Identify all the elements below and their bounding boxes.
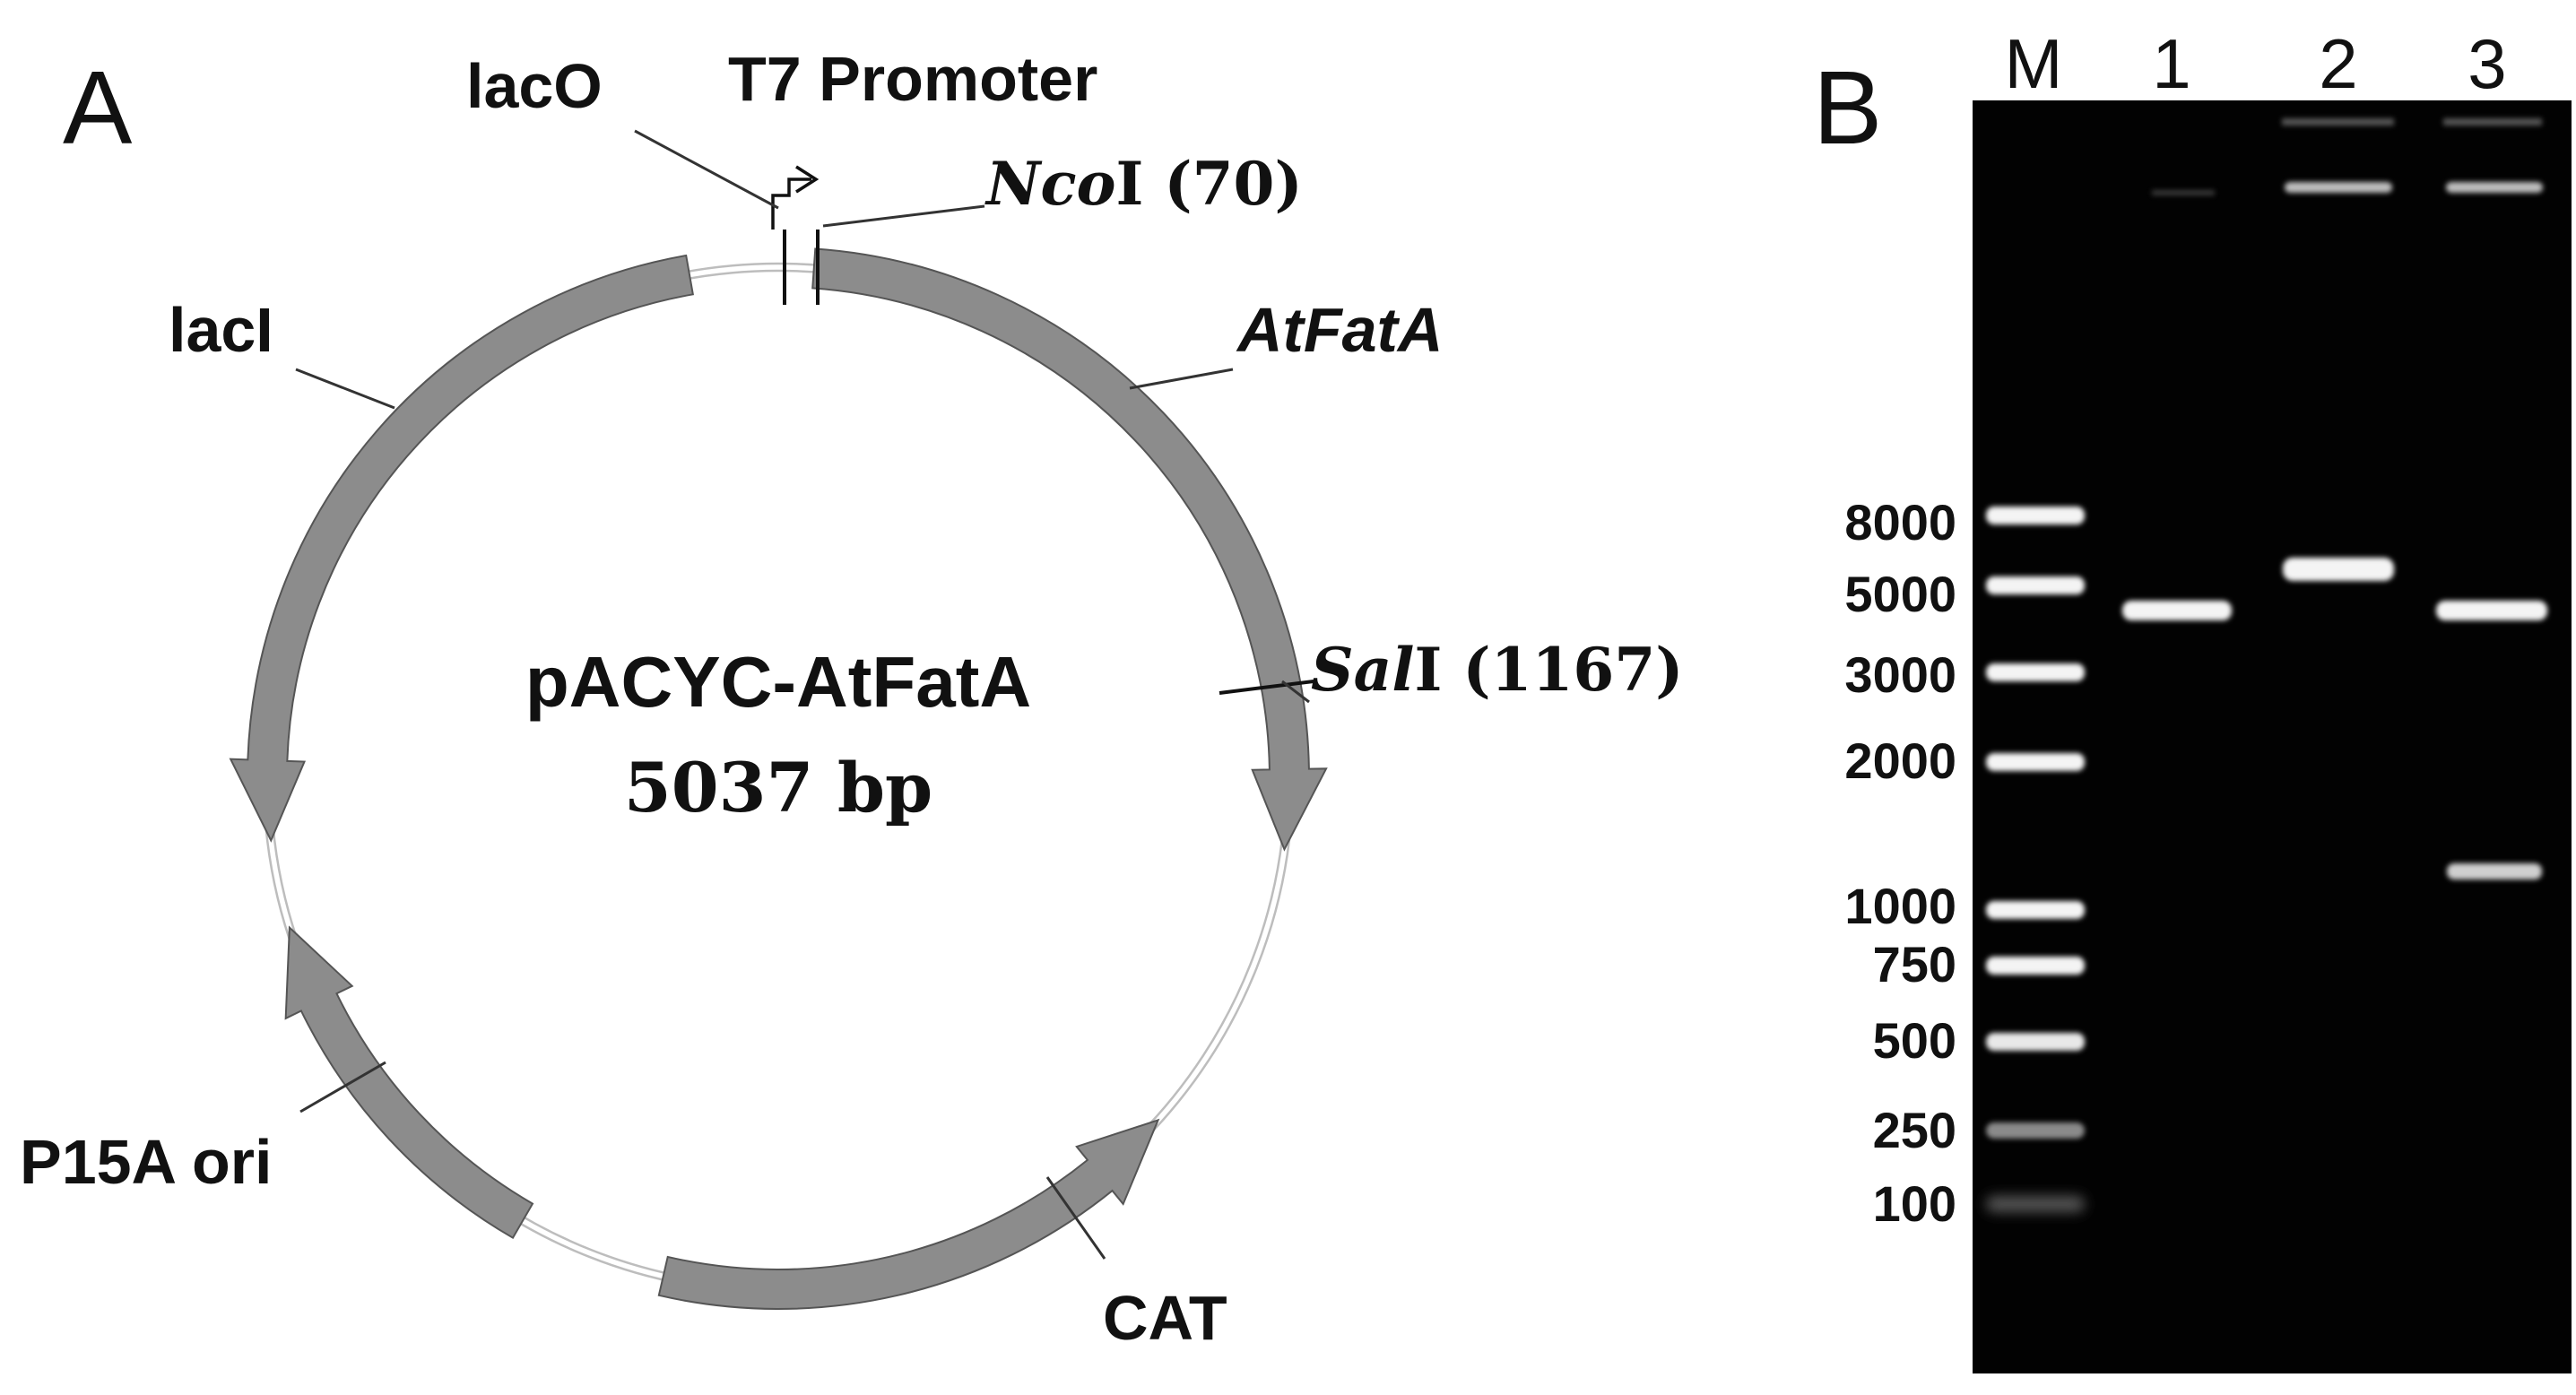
marker-band-750 <box>1986 957 2085 975</box>
sample-lane-3 <box>2436 182 2547 879</box>
atfata-label: AtFatA <box>1236 295 1443 365</box>
sample-lane-2 <box>2283 182 2394 581</box>
leader-lines <box>295 129 1310 1260</box>
lane-label-1: 1 <box>2152 24 2190 103</box>
lane-label-m: M <box>2005 24 2063 103</box>
marker-band-3000 <box>1986 663 2085 681</box>
t7-promoter-arrow-icon <box>771 178 811 230</box>
plasmid-map-panel: A <box>20 44 1684 1353</box>
laci-arrow <box>229 254 694 843</box>
lane-3-upper-band <box>2446 182 2543 193</box>
plasmid-name: pACYC-AtFatA <box>525 642 1031 722</box>
cat-label: CAT <box>1103 1283 1227 1353</box>
sali-leader <box>1281 680 1310 704</box>
marker-band-5000 <box>1986 576 2085 594</box>
marker-size-250: 250 <box>1873 1102 1956 1158</box>
cat-arrow <box>657 1118 1160 1310</box>
marker-size-2000: 2000 <box>1844 732 1956 789</box>
marker-band-250 <box>1986 1122 2085 1139</box>
panel-a-letter: A <box>63 49 133 166</box>
lane-3-band <box>2436 601 2547 620</box>
laci-leader <box>295 368 395 410</box>
lane-1-band <box>2122 601 2232 620</box>
gel-panel: B M 1 2 3 8000 5000 3000 2000 1000 750 5… <box>1813 24 2572 1373</box>
plasmid-size: 5037 bp <box>624 748 932 827</box>
marker-size-8000: 8000 <box>1844 494 1956 550</box>
cat-leader <box>1045 1176 1106 1260</box>
laci-label: lacI <box>169 295 273 365</box>
marker-band-100 <box>1986 1196 2085 1212</box>
marker-band-2000 <box>1986 753 2085 771</box>
panel-b-letter: B <box>1813 49 1882 166</box>
marker-size-3000: 3000 <box>1844 646 1956 703</box>
marker-band-500 <box>1986 1033 2085 1051</box>
lane-label-3: 3 <box>2468 24 2506 103</box>
atfata-leader <box>1129 368 1234 390</box>
sample-lane-1 <box>2122 601 2232 620</box>
marker-size-1000: 1000 <box>1844 878 1956 934</box>
marker-band-1000 <box>1986 901 2085 919</box>
t7-promoter-label: T7 Promoter <box>728 44 1097 114</box>
ncoi-site-label: NcoI (70) <box>984 149 1303 219</box>
gel-wells <box>2152 118 2542 195</box>
marker-lane <box>1986 507 2085 1212</box>
sali-site-label: SalI (1167) <box>1311 635 1684 705</box>
p15a-ori-arrow <box>284 925 534 1240</box>
marker-band-8000 <box>1986 507 2085 524</box>
promoter-region <box>771 165 820 305</box>
lane-2-band <box>2283 558 2394 581</box>
gel-image <box>1973 100 2572 1373</box>
marker-size-100: 100 <box>1873 1175 1956 1232</box>
lane-3-insert-band <box>2447 863 2542 879</box>
feature-arrows <box>229 247 1328 1310</box>
lane-label-2: 2 <box>2319 24 2357 103</box>
sali-tick <box>1219 680 1314 695</box>
atfata-arrow <box>811 247 1328 852</box>
laco-label: lacO <box>466 51 603 121</box>
marker-size-500: 500 <box>1873 1012 1956 1069</box>
p15a-ori-leader <box>299 1061 386 1113</box>
laco-leader <box>634 129 779 210</box>
lane-2-upper-band <box>2285 182 2392 193</box>
marker-size-750: 750 <box>1873 936 1956 992</box>
marker-size-5000: 5000 <box>1844 566 1956 622</box>
t7-promoter-arrowhead-icon <box>795 165 820 194</box>
p15a-ori-label: P15A ori <box>20 1127 272 1197</box>
ncoi-leader <box>822 204 985 228</box>
